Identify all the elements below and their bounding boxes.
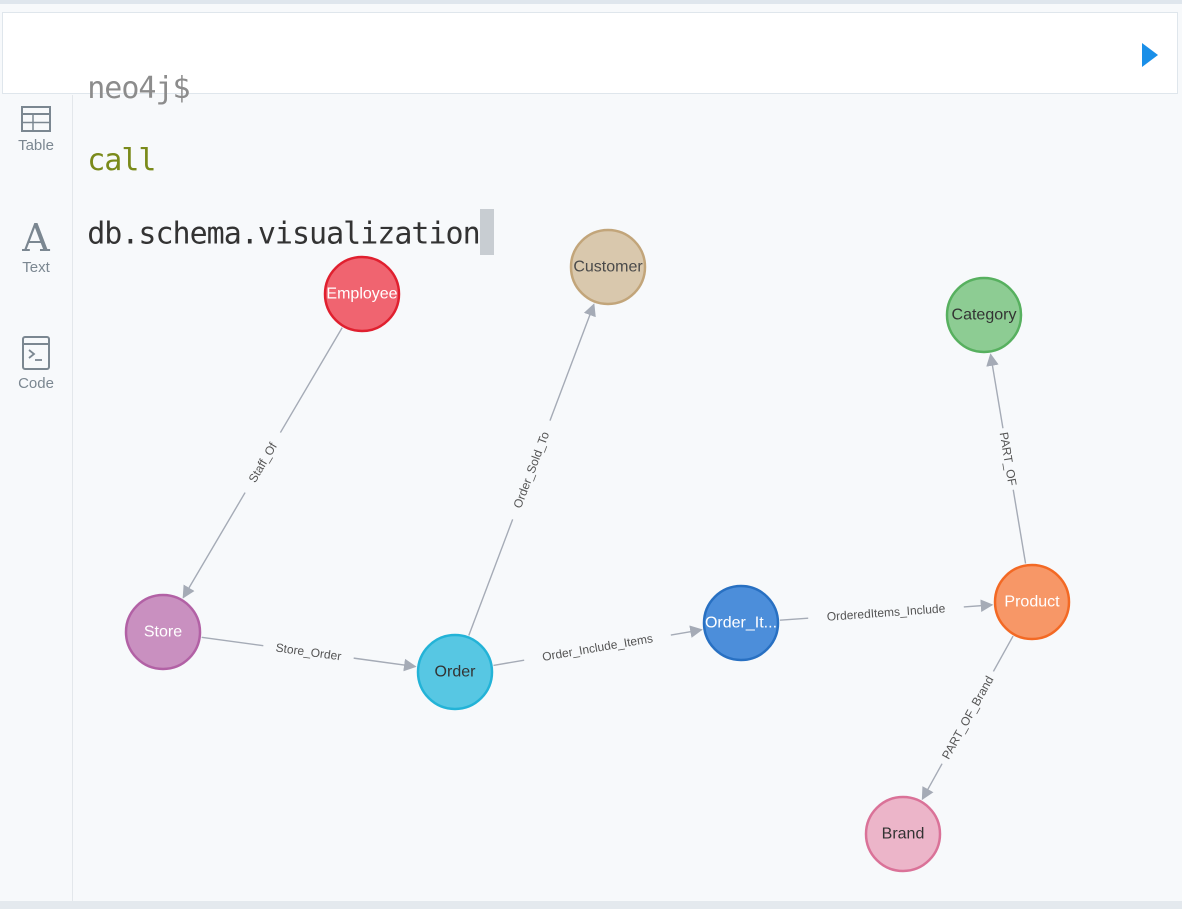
node-circle xyxy=(416,633,494,711)
relationship-line xyxy=(279,327,343,433)
relationship-label: Store_Order xyxy=(275,641,342,664)
node-circle xyxy=(323,255,401,333)
sidebar-item-label: Code xyxy=(18,375,54,392)
node-brand[interactable]: Brand xyxy=(864,795,942,873)
node-circle xyxy=(569,228,647,306)
node-store[interactable]: Store xyxy=(124,593,202,671)
relationship-label: PART_OF xyxy=(997,431,1020,487)
relationship-line xyxy=(779,617,809,621)
relationship-line xyxy=(992,635,1014,672)
relationship-store-order[interactable]: Store_Order xyxy=(201,636,417,672)
node-label: Order xyxy=(435,664,477,681)
node-orderitem[interactable]: Order_It... xyxy=(702,584,780,662)
node-label: Category xyxy=(952,307,1017,324)
query-keyword: call xyxy=(87,143,156,178)
node-employee[interactable]: Employee xyxy=(323,255,401,333)
node-label: Store xyxy=(144,624,182,641)
relationship-order-include-items[interactable]: Order_Include_Items xyxy=(493,625,703,667)
relationship-ordereditems-include[interactable]: OrderedItems_Include xyxy=(779,599,994,624)
node-circle xyxy=(702,584,780,662)
sidebar-item-table[interactable]: Table xyxy=(0,105,72,154)
node-label: Employee xyxy=(326,286,397,303)
relationship-arrow xyxy=(986,353,1004,429)
query-text: db.schema.visualization xyxy=(87,216,480,252)
relationship-part-of[interactable]: PART_OF xyxy=(986,353,1027,564)
relationship-line xyxy=(1012,489,1027,564)
run-button[interactable] xyxy=(1137,39,1163,71)
relationship-part-of-brand[interactable]: PART_OF_Brand xyxy=(921,635,1014,801)
sidebar-item-label: Table xyxy=(18,137,54,154)
node-customer[interactable]: Customer xyxy=(569,228,647,306)
play-icon xyxy=(1142,43,1158,67)
sidebar-item-text[interactable]: A Text xyxy=(0,217,72,276)
svg-text:A: A xyxy=(21,217,50,255)
relationship-arrow xyxy=(963,599,994,612)
relationship-line xyxy=(493,659,525,667)
text-cursor xyxy=(479,209,494,255)
sidebar-item-code[interactable]: Code xyxy=(0,335,72,392)
relationship-label: Order_Sold_To xyxy=(511,429,553,510)
relationship-staff-of[interactable]: Staff_Of xyxy=(182,327,343,599)
node-label: Brand xyxy=(882,826,925,843)
node-circle xyxy=(864,795,942,873)
relationship-arrow xyxy=(353,657,417,672)
relationship-line xyxy=(201,636,264,647)
relationship-arrow xyxy=(921,763,943,801)
relationship-order-sold-to[interactable]: Order_Sold_To xyxy=(468,303,596,636)
node-category[interactable]: Category xyxy=(945,276,1023,354)
relationship-arrow xyxy=(182,492,246,599)
query-editor[interactable]: neo4j$ call db.schema.visualization xyxy=(2,12,1178,255)
view-sidebar: Table A Text Code xyxy=(0,95,73,901)
node-label: Product xyxy=(1004,594,1060,611)
node-circle xyxy=(124,593,202,671)
node-product[interactable]: Product xyxy=(993,563,1071,641)
top-border xyxy=(0,0,1182,4)
query-line[interactable]: neo4j$ call db.schema.visualization xyxy=(19,35,494,291)
prompt-label: neo4j$ xyxy=(87,71,190,106)
code-icon xyxy=(22,336,50,370)
table-icon xyxy=(21,106,51,132)
node-label: Customer xyxy=(573,259,643,276)
relationship-arrow xyxy=(549,303,596,421)
relationship-label: OrderedItems_Include xyxy=(826,601,946,624)
node-label: Order_It... xyxy=(705,615,777,632)
relationship-label: PART_OF_Brand xyxy=(939,674,996,762)
relationship-arrow xyxy=(670,625,703,638)
node-circle xyxy=(945,276,1023,354)
sidebar-item-label: Text xyxy=(22,259,50,276)
relationship-line xyxy=(468,519,514,636)
relationship-label: Order_Include_Items xyxy=(541,631,654,664)
bottom-border xyxy=(0,901,1182,909)
text-icon: A xyxy=(21,217,50,255)
node-circle xyxy=(993,563,1071,641)
node-order[interactable]: Order xyxy=(416,633,494,711)
relationship-label: Staff_Of xyxy=(246,440,281,485)
